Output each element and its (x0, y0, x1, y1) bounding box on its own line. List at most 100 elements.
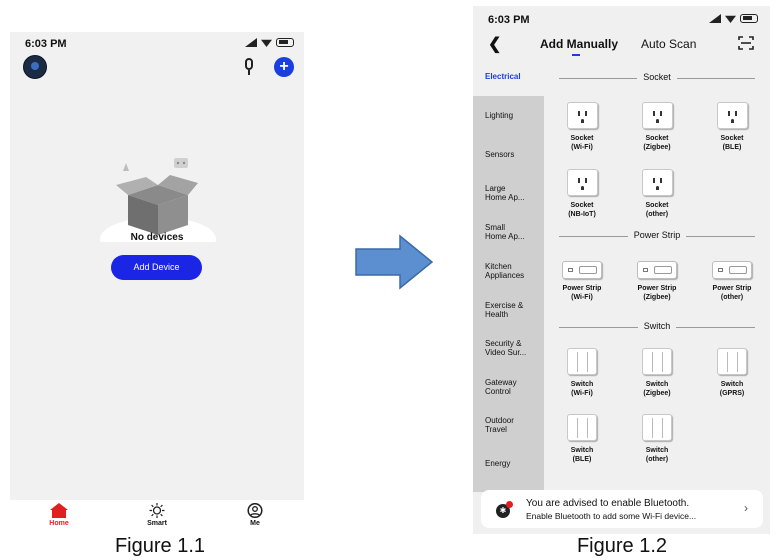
status-time: 6:03 PM (25, 38, 67, 50)
socket-icon (641, 102, 673, 129)
category-item[interactable]: Small Home Ap... (485, 223, 525, 241)
section-title: Switch (637, 321, 677, 331)
socket-icon (566, 169, 598, 196)
add-icon[interactable]: + (274, 57, 294, 77)
device-tile-switch[interactable]: Switch(GPRS) (702, 348, 762, 398)
status-icons (245, 38, 294, 47)
tab-auto-scan[interactable]: Auto Scan (641, 37, 697, 51)
device-tile-socket[interactable]: Socket(NB-IoT) (552, 169, 612, 219)
socket-icon (716, 102, 748, 129)
category-item[interactable]: Security & Video Sur... (485, 339, 527, 357)
device-name: Power Strip (712, 285, 752, 292)
device-protocol: (other) (645, 211, 669, 218)
bluetooth-banner-subtitle: Enable Bluetooth to add some Wi-Fi devic… (526, 511, 697, 521)
category-list (473, 62, 544, 492)
add-device-button[interactable]: Add Device (111, 255, 202, 280)
category-item[interactable]: Electrical (485, 72, 521, 81)
microphone-icon[interactable] (242, 58, 256, 76)
active-tab-indicator (572, 54, 580, 56)
device-tile-socket[interactable]: Socket (Zigbee) (627, 102, 687, 152)
battery-icon (740, 14, 758, 23)
sun-icon (149, 503, 165, 518)
device-name: Socket (645, 135, 669, 142)
battery-icon (276, 38, 294, 47)
category-item[interactable]: Gateway Control (485, 378, 517, 396)
device-tile-switch[interactable]: Switch (other) (627, 414, 687, 464)
category-item[interactable]: Kitchen Appliances (485, 262, 525, 280)
phone-screen-add-device: 6:03 PM ❮ Add Manually Auto Scan Electri… (473, 6, 770, 534)
device-tile-strip[interactable]: Power Strip(Wi-Fi) (552, 261, 612, 302)
wifi-icon (725, 15, 736, 23)
device-name: Power Strip (562, 285, 602, 292)
category-item[interactable]: Sensors (485, 150, 515, 159)
tab-home[interactable]: Home (29, 503, 89, 527)
device-tile-socket[interactable]: Socket (other) (627, 169, 687, 219)
socket-icon (566, 102, 598, 129)
device-name: Switch (570, 381, 594, 388)
device-tile-strip[interactable]: Power Strip (Zigbee) (627, 261, 687, 302)
avatar[interactable] (23, 55, 47, 79)
device-name: Power Strip (637, 285, 677, 292)
section-header-socket: Socket (559, 72, 755, 84)
section-title: Socket (637, 72, 677, 82)
tab-smart[interactable]: Smart (127, 503, 187, 527)
device-tile-socket[interactable]: Socket(BLE) (702, 102, 762, 152)
switch-icon (567, 414, 597, 441)
switch-icon (642, 348, 672, 375)
device-tile-switch[interactable]: Switch (BLE) (552, 414, 612, 464)
device-name: Switch (645, 447, 669, 454)
wifi-icon (261, 39, 272, 47)
arrow-right-icon (355, 234, 434, 290)
bottom-tab-bar: Home Smart Me (10, 500, 304, 534)
tab-me-label: Me (250, 520, 260, 527)
signal-icon (709, 14, 721, 23)
device-protocol: (BLE) (722, 144, 742, 151)
socket-icon (641, 169, 673, 196)
alert-dot-icon (506, 501, 513, 508)
device-tile-switch[interactable]: Switch (Wi-Fi) (552, 348, 612, 398)
section-title: Power Strip (627, 230, 687, 240)
device-protocol: (Wi-Fi) (571, 144, 593, 151)
switch-icon (567, 348, 597, 375)
device-name: Socket (645, 202, 669, 209)
category-item[interactable]: Outdoor Travel (485, 416, 514, 434)
switch-icon (717, 348, 747, 375)
tab-home-label: Home (49, 520, 69, 527)
back-icon[interactable]: ❮ (488, 36, 502, 53)
device-tile-switch[interactable]: Switch(Zigbee) (627, 348, 687, 398)
empty-state-text: No devices (130, 232, 184, 243)
empty-box-icon (100, 158, 216, 242)
home-icon (50, 503, 68, 518)
status-bar: 6:03 PM (10, 32, 304, 54)
device-protocol: (other) (720, 294, 744, 301)
device-protocol: (BLE) (572, 456, 592, 463)
scan-icon[interactable] (738, 36, 754, 50)
device-protocol: (other) (645, 456, 669, 463)
strip-icon (562, 261, 602, 279)
tab-me[interactable]: Me (225, 503, 285, 527)
bluetooth-banner[interactable]: ✱ You are advised to enable Bluetooth. E… (481, 490, 763, 528)
category-item[interactable]: Large Home Ap... (485, 184, 525, 202)
tab-add-manually[interactable]: Add Manually (540, 37, 619, 51)
device-protocol: (Zigbee) (643, 144, 671, 151)
device-protocol: (Zigbee) (643, 294, 671, 301)
category-active-background (473, 62, 544, 96)
device-name: Socket (570, 135, 594, 142)
device-protocol: (Wi-Fi) (571, 390, 593, 397)
device-tile-socket[interactable]: Socket (Wi-Fi) (552, 102, 612, 152)
device-protocol: (NB-IoT) (568, 211, 596, 218)
device-tile-strip[interactable]: Power Strip (other) (702, 261, 762, 302)
strip-icon (637, 261, 677, 279)
strip-icon (712, 261, 752, 279)
device-name: Switch (570, 447, 594, 454)
status-icons (709, 14, 758, 23)
category-item[interactable]: Lighting (485, 111, 514, 120)
device-protocol: (Zigbee) (643, 390, 671, 397)
switch-icon (642, 414, 672, 441)
category-item[interactable]: Exercise & Health (485, 301, 524, 319)
status-time: 6:03 PM (488, 14, 530, 26)
section-header-switch: Switch (559, 321, 755, 333)
chevron-right-icon[interactable]: › (744, 501, 748, 515)
category-item[interactable]: Energy (485, 459, 511, 468)
section-header-power-strip: Power Strip (559, 230, 755, 242)
